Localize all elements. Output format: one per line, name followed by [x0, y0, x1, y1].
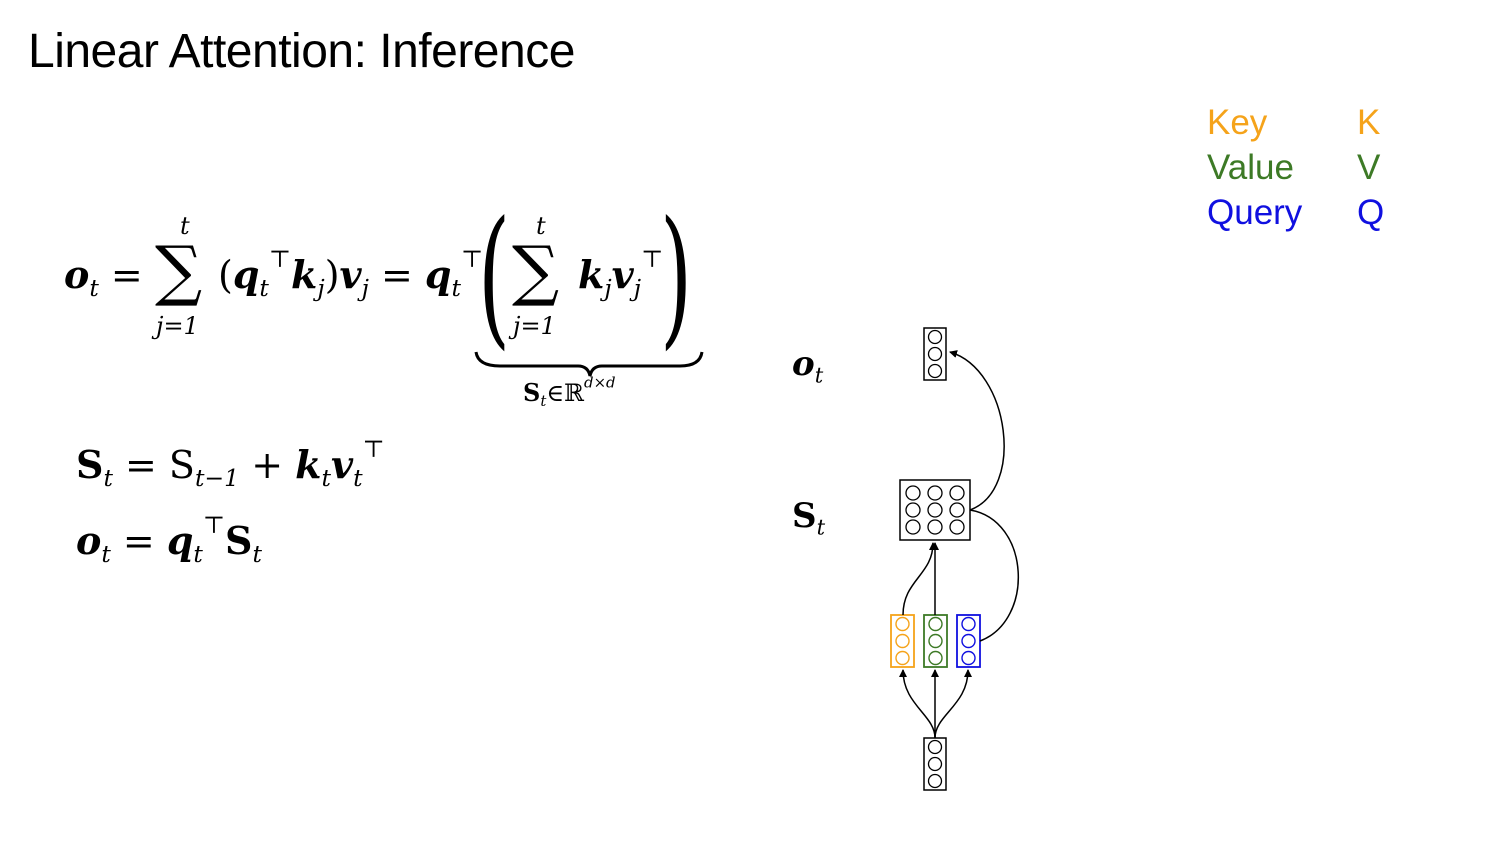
sum2-body: kjvj⊤ [578, 244, 664, 303]
main-lhs: o [64, 252, 90, 297]
sum1-body: (qt⊤kj)vj = qt⊤ [218, 244, 484, 303]
legend: Key K Value V Query Q [1207, 100, 1384, 235]
sum2-sigma: ∑ [512, 232, 560, 309]
sum1-lower: j=1 [156, 312, 199, 340]
equation-output: ot = qt⊤St [76, 510, 262, 569]
legend-key-name: Key [1207, 102, 1268, 142]
legend-value-name: Value [1207, 147, 1294, 187]
state-to-output-arrow [949, 350, 1005, 511]
legend-row-query: Query Q [1207, 190, 1384, 235]
sum1-upper: t [180, 212, 190, 240]
input-vector [923, 737, 947, 791]
legend-query-name: Query [1207, 192, 1303, 232]
slide-title: Linear Attention: Inference [28, 25, 575, 78]
sum2-upper: t [536, 212, 546, 240]
key-vector [890, 614, 915, 668]
big-paren-left: ( [478, 190, 511, 364]
query-to-state-curve [969, 509, 1020, 642]
diagram-state-label: St [792, 496, 826, 540]
input-arrows [899, 669, 972, 739]
state-matrix [899, 479, 971, 541]
underbrace-label: St∈ℝd×d [523, 373, 616, 411]
legend-row-key: Key K [1207, 100, 1384, 145]
equation-recurrence: St = St−1 + ktvt⊤ [76, 434, 385, 493]
diagram-output-label: ot [792, 344, 824, 388]
sum1-sigma: ∑ [155, 232, 203, 309]
equation-main: ot = [64, 252, 143, 303]
legend-row-value: Value V [1207, 145, 1384, 190]
big-paren-right: ) [660, 190, 693, 364]
kv-to-state-arrows [902, 542, 939, 616]
main-lhs-sub: t [89, 274, 99, 303]
sum2-lower: j=1 [513, 312, 556, 340]
output-vector [923, 327, 947, 381]
legend-query-symbol: Q [1357, 192, 1385, 232]
value-vector [923, 614, 948, 668]
legend-key-symbol: K [1357, 102, 1381, 142]
legend-value-symbol: V [1357, 147, 1381, 187]
underbrace [474, 351, 704, 377]
query-vector [956, 614, 981, 668]
